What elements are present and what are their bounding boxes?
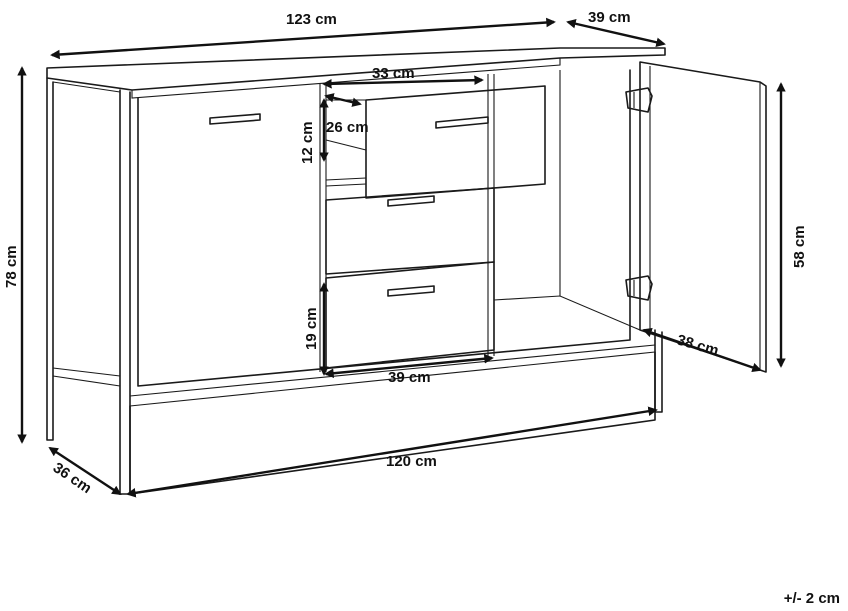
label-top-depth: 39 cm <box>588 9 631 26</box>
tolerance-note: +/- 2 cm <box>783 590 840 607</box>
label-drawer-width: 33 cm <box>372 65 415 82</box>
label-base-width: 120 cm <box>386 453 437 470</box>
arrow-lower-drawer-width <box>324 353 494 379</box>
sideboard-outline <box>46 47 767 495</box>
label-drawer-depth: 26 cm <box>326 119 369 136</box>
arrow-drawer-width <box>322 75 484 89</box>
label-drawer-height: 12 cm <box>299 121 316 164</box>
label-door-height: 58 cm <box>791 225 808 268</box>
label-top-width: 123 cm <box>286 11 337 28</box>
arrow-base-width <box>126 406 658 498</box>
label-total-height: 78 cm <box>3 245 20 288</box>
label-base-depth: 36 cm <box>50 459 95 497</box>
arrow-base-depth <box>48 446 122 496</box>
arrow-door-width <box>642 327 762 373</box>
label-lower-drawer-height: 19 cm <box>303 307 320 350</box>
label-lower-drawer-width: 39 cm <box>388 369 431 386</box>
label-door-width: 38 cm <box>675 332 721 360</box>
dimension-arrows <box>17 17 786 498</box>
arrow-top-depth <box>566 19 666 47</box>
arrow-drawer-depth <box>324 93 362 107</box>
arrow-top-width <box>50 17 556 60</box>
